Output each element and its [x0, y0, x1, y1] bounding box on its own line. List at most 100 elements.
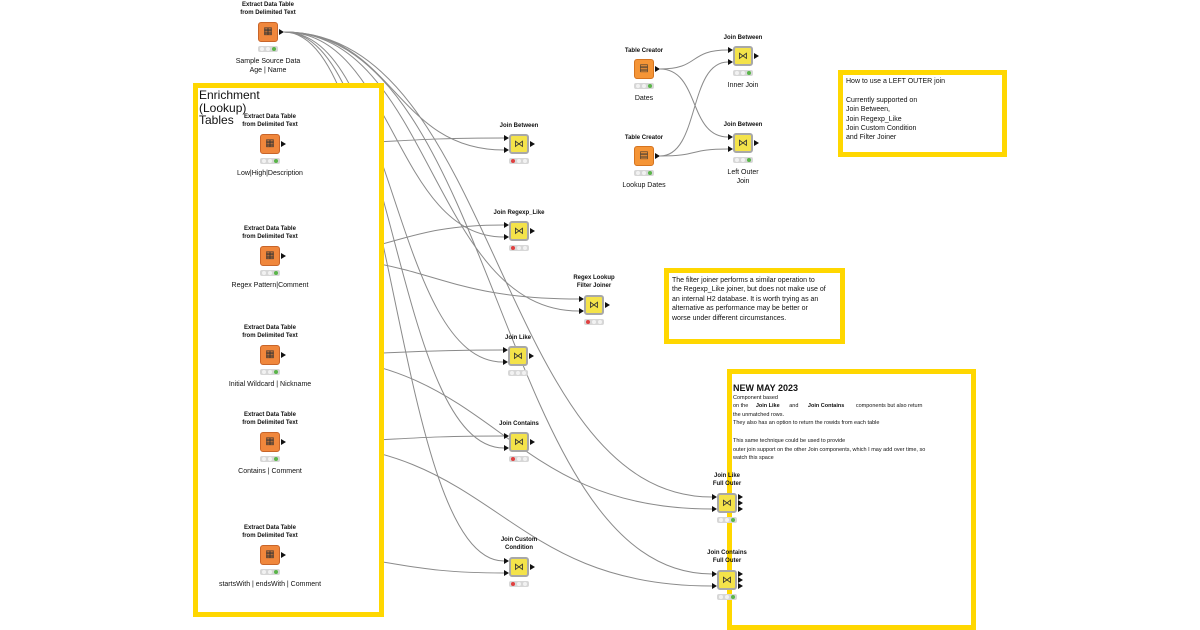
table-reader-icon[interactable]: ▦: [260, 246, 280, 266]
status-light: [517, 159, 521, 163]
output-port[interactable]: [530, 228, 535, 234]
node-table-creator-dates[interactable]: Table Creator▤Dates: [589, 48, 699, 102]
status-light: [274, 570, 278, 574]
input-port[interactable]: [504, 558, 509, 564]
node-reader-source[interactable]: Extract Data Table from Delimited Text▦S…: [213, 2, 323, 74]
input-port[interactable]: [712, 506, 717, 512]
status-light: [719, 518, 723, 522]
node-reader-wildcard[interactable]: Extract Data Table from Delimited Text ▦ I…: [215, 325, 325, 388]
node-title: Extract Data Table from Delimited Text: [242, 325, 298, 339]
input-port[interactable]: [504, 222, 509, 228]
output-port[interactable]: [530, 141, 535, 147]
joiner-icon[interactable]: ⋈: [733, 133, 753, 153]
node-table-creator-lookup[interactable]: Table Creator▤Lookup Dates: [589, 135, 699, 189]
node-join-between-inner[interactable]: Join Between⋈Inner Join: [688, 35, 798, 89]
node-join-contains-full[interactable]: Join Contains Full Outer⋈: [672, 550, 782, 600]
output-port[interactable]: [655, 153, 660, 159]
status-light: [741, 71, 745, 75]
node-reader-contains[interactable]: Extract Data Table from Delimited Text▦C…: [215, 412, 325, 475]
node-join-like-full[interactable]: Join Like Full Outer⋈: [672, 473, 782, 523]
joiner-icon[interactable]: ⋈: [508, 346, 528, 366]
table-reader-icon[interactable]: ▦: [258, 22, 278, 42]
connection-table-creator-lookup-to-join-between-inner[interactable]: [659, 61, 729, 157]
node-regex-filter-joiner[interactable]: Regex Lookup Filter Joiner⋈: [539, 275, 649, 325]
output-port[interactable]: [529, 353, 534, 359]
output-port[interactable]: [281, 141, 286, 147]
node-reader-lowhigh[interactable]: Extract Data Table from Delimited Text▦L…: [215, 114, 325, 177]
table-reader-icon[interactable]: ▦: [260, 345, 280, 365]
input-port[interactable]: [504, 445, 509, 451]
input-port[interactable]: [728, 47, 733, 53]
input-port[interactable]: [579, 308, 584, 314]
input-port[interactable]: [504, 570, 509, 576]
connection-reader-source-to-join-like-full[interactable]: [283, 31, 713, 498]
node-join-contains[interactable]: Join Contains⋈: [464, 421, 574, 462]
joiner-icon[interactable]: ⋈: [717, 570, 737, 590]
input-port[interactable]: [728, 134, 733, 140]
input-port[interactable]: [728, 146, 733, 152]
input-port[interactable]: [503, 347, 508, 353]
joiner-icon[interactable]: ⋈: [717, 493, 737, 513]
joiner-icon[interactable]: ⋈: [509, 432, 529, 452]
node-reader-regex[interactable]: Extract Data Table from Delimited Text▦R…: [215, 226, 325, 289]
input-port[interactable]: [712, 583, 717, 589]
output-port[interactable]: [738, 583, 743, 589]
filter-joiner-annotation[interactable]: [664, 268, 845, 344]
node-join-regexp-like[interactable]: Join Regexp_Like⋈: [464, 210, 574, 251]
connection-reader-source-to-join-contains-full[interactable]: [283, 31, 713, 575]
output-port[interactable]: [754, 140, 759, 146]
output-port[interactable]: [281, 352, 286, 358]
output-port[interactable]: [738, 571, 743, 577]
node-join-between-left[interactable]: Join Between⋈Left Outer Join: [688, 122, 798, 185]
output-port[interactable]: [279, 29, 284, 35]
table-reader-icon[interactable]: ▦: [260, 134, 280, 154]
input-port[interactable]: [504, 147, 509, 153]
input-port[interactable]: [728, 59, 733, 65]
joiner-icon[interactable]: ⋈: [509, 557, 529, 577]
connection-reader-source-to-join-like[interactable]: [283, 31, 504, 363]
input-port[interactable]: [712, 494, 717, 500]
connection-table-creator-dates-to-join-between-left[interactable]: [659, 68, 729, 138]
node-join-custom[interactable]: Join Custom Condition⋈: [464, 537, 574, 587]
node-reader-startswith[interactable]: Extract Data Table from Delimited Text▦s…: [215, 525, 325, 588]
joiner-icon[interactable]: ⋈: [509, 221, 529, 241]
table-reader-icon[interactable]: ▦: [260, 432, 280, 452]
enrichment-annotation[interactable]: [193, 83, 384, 617]
input-port[interactable]: [504, 135, 509, 141]
connection-table-creator-dates-to-join-between-inner[interactable]: [659, 49, 729, 70]
output-port[interactable]: [655, 66, 660, 72]
new-may-annotation[interactable]: [727, 369, 976, 630]
output-port[interactable]: [281, 439, 286, 445]
node-join-between[interactable]: Join Between⋈: [464, 123, 574, 164]
output-port[interactable]: [530, 564, 535, 570]
output-port[interactable]: [738, 506, 743, 512]
output-port[interactable]: [530, 439, 535, 445]
connection-reader-source-to-regex-filter-joiner[interactable]: [283, 31, 580, 312]
input-port[interactable]: [712, 571, 717, 577]
table-creator-icon[interactable]: ▤: [634, 59, 654, 79]
joiner-icon[interactable]: ⋈: [509, 134, 529, 154]
connection-reader-source-to-join-contains[interactable]: [283, 31, 505, 449]
input-port[interactable]: [504, 234, 509, 240]
output-port[interactable]: [754, 53, 759, 59]
input-port[interactable]: [503, 359, 508, 365]
table-reader-icon[interactable]: ▦: [260, 545, 280, 565]
output-port[interactable]: [281, 552, 286, 558]
left-outer-annotation[interactable]: [838, 70, 1007, 157]
connection-reader-source-to-join-custom[interactable]: [283, 31, 505, 562]
node-label: Initial Wildcard | Nickname: [228, 381, 312, 388]
output-port[interactable]: [605, 302, 610, 308]
status-light: [268, 570, 272, 574]
status-light: [511, 159, 515, 163]
joiner-icon[interactable]: ⋈: [733, 46, 753, 66]
input-port[interactable]: [504, 433, 509, 439]
output-port[interactable]: [738, 494, 743, 500]
table-creator-icon[interactable]: ▤: [634, 146, 654, 166]
connection-table-creator-lookup-to-join-between-left[interactable]: [659, 148, 729, 157]
input-port[interactable]: [579, 296, 584, 302]
joiner-icon[interactable]: ⋈: [584, 295, 604, 315]
output-port[interactable]: [738, 500, 743, 506]
output-port[interactable]: [738, 577, 743, 583]
output-port[interactable]: [281, 253, 286, 259]
node-join-like[interactable]: Join Like⋈: [463, 335, 573, 376]
